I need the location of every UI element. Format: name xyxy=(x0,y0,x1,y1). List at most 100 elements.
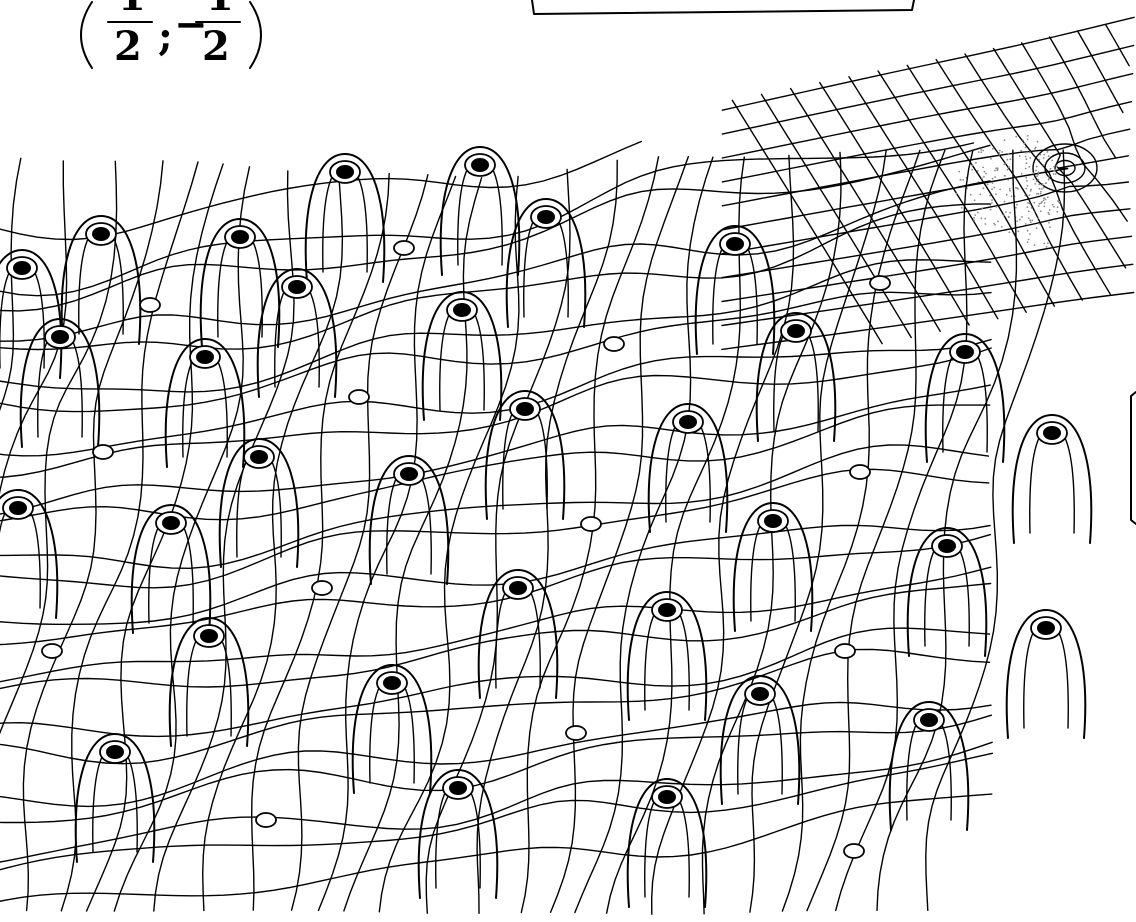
funnel-row-line xyxy=(722,236,1132,301)
hole-marker-filled-dot xyxy=(288,280,306,294)
funnel-stipple-dot xyxy=(1028,166,1030,168)
funnel-row-line xyxy=(722,17,1134,110)
valley-marker-open-dot xyxy=(604,337,624,351)
funnel-stipple-dot xyxy=(997,168,999,170)
hole-marker-filled-dot xyxy=(726,237,744,251)
hole-markers xyxy=(3,154,1067,808)
funnel-stipple-dot xyxy=(1009,188,1011,190)
funnel-row-line xyxy=(722,129,1129,206)
grid-row-line xyxy=(0,702,991,806)
funnel-stipple-dot xyxy=(1001,151,1003,153)
hole-marker-filled-dot xyxy=(956,345,974,359)
grid-row-line xyxy=(0,181,990,341)
funnel-stipple-dot xyxy=(970,194,972,196)
funnel-stipple-dot xyxy=(1040,191,1042,193)
funnel-stipple-dot xyxy=(1038,159,1040,161)
hole-marker-filled-dot xyxy=(13,261,31,275)
grid-column-line xyxy=(154,171,294,911)
funnel-stipple-dot xyxy=(979,194,981,196)
funnel-row-line xyxy=(722,293,1134,350)
funnel-stipple-dot xyxy=(1044,206,1046,208)
funnel-stipple-dot xyxy=(1031,220,1033,222)
funnel-stipple-dot xyxy=(998,152,1000,154)
funnel-stipple-dot xyxy=(1040,210,1042,212)
hole-marker-filled-dot xyxy=(1043,426,1061,440)
funnel-stipple-dot xyxy=(1026,158,1028,160)
valley-marker-open-dot xyxy=(93,445,113,459)
funnel-stipple-dot xyxy=(983,176,985,178)
funnel-stipple-dot xyxy=(992,178,994,180)
funnel-stipple-dot xyxy=(991,188,993,190)
grid-column-line xyxy=(575,157,713,912)
valley-marker-open-dot xyxy=(850,465,870,479)
funnel-stipple-dot xyxy=(1029,219,1031,221)
funnel-stipple-dot xyxy=(1029,203,1031,205)
funnel-stipple-dot xyxy=(973,220,975,222)
funnel-stipple-dot xyxy=(1001,226,1003,228)
funnel-stipple-dot xyxy=(1025,177,1027,179)
funnel-stipple-dot xyxy=(1015,136,1017,138)
funnel-stipple-dot xyxy=(1048,179,1050,181)
funnel-stipple-dot xyxy=(995,193,997,195)
funnel-stipple-dot xyxy=(1005,211,1007,213)
hole-marker-filled-dot xyxy=(9,501,27,515)
funnel-stipple-dot xyxy=(1037,174,1039,176)
funnel-stipple-dot xyxy=(999,189,1001,191)
funnel-stipple-dot xyxy=(1030,190,1032,192)
funnel-stipple-dot xyxy=(1049,209,1051,211)
hole-marker-filled-dot xyxy=(51,330,69,344)
funnel-stipple-dot xyxy=(1048,222,1050,224)
grid-row-line xyxy=(0,260,991,392)
hole-marker-filled-dot xyxy=(162,516,180,530)
hole-marker-filled-dot xyxy=(471,158,489,172)
grid-column-line xyxy=(521,157,658,913)
funnel-stipple-dot xyxy=(1023,143,1025,145)
funnel-stipple-dot xyxy=(1004,201,1006,203)
funnel-stipple-dot xyxy=(1043,164,1045,166)
valley-marker-open-dot xyxy=(835,644,855,658)
valley-marker-open-dot xyxy=(870,276,890,290)
valley-marker-open-dot xyxy=(42,644,62,658)
funnel-column-line xyxy=(1050,37,1116,158)
funnel-stipple-dot xyxy=(1043,200,1045,202)
funnel-stipple-dot xyxy=(1036,180,1038,182)
hole-marker-filled-dot xyxy=(106,745,124,759)
funnel-stipple-dot xyxy=(977,170,979,172)
funnel-stipple-dot xyxy=(990,209,992,211)
funnel-stipple-dot xyxy=(1057,206,1059,208)
open-box-icon xyxy=(532,0,914,14)
funnel-stipple-dot xyxy=(1022,140,1024,142)
funnel-stipple-dot xyxy=(1011,195,1013,197)
hole-marker-filled-dot xyxy=(920,713,938,727)
funnel-stipple-dot xyxy=(999,150,1001,152)
funnel-stipple-dot xyxy=(1025,147,1027,149)
funnel-stipple-dot xyxy=(985,173,987,175)
funnel-stipple-dot xyxy=(1038,184,1040,186)
funnel-stipple-dot xyxy=(994,170,996,172)
funnel-stipple-dot xyxy=(1003,215,1005,217)
hole-marker-filled-dot xyxy=(516,402,534,416)
hole-marker-filled-dot xyxy=(196,350,214,364)
funnel-stipple-dot xyxy=(1019,155,1021,157)
hole-marker-filled-dot xyxy=(250,450,268,464)
funnel-stipple-dot xyxy=(1028,211,1030,213)
valley-marker-open-dot xyxy=(256,813,276,827)
funnel-stipple-dot xyxy=(991,199,993,201)
valley-marker-open-dot xyxy=(140,298,160,312)
funnel-stipple-dot xyxy=(1050,168,1052,170)
funnel-stipple-dot xyxy=(1027,139,1029,141)
funnel-stipple-dot xyxy=(1039,188,1041,190)
funnel-stipple-dot xyxy=(1047,196,1049,198)
funnel-stipple-dot xyxy=(980,151,982,153)
hole-marker-filled-dot xyxy=(1037,621,1055,635)
funnel-stipple-dot xyxy=(1036,193,1038,195)
funnel-stipple-dot xyxy=(1015,207,1017,209)
funnel-stipple-dot xyxy=(1008,216,1010,218)
hole-marker-filled-dot xyxy=(200,629,218,643)
hole-marker-filled-dot xyxy=(92,227,110,241)
hole-marker-filled-dot xyxy=(658,790,676,804)
funnel-stipple-dot xyxy=(1008,231,1010,233)
funnel-stipple-dot xyxy=(982,150,984,152)
funnel-stipple-dot xyxy=(1025,156,1027,158)
valley-marker-open-dot xyxy=(394,241,414,255)
